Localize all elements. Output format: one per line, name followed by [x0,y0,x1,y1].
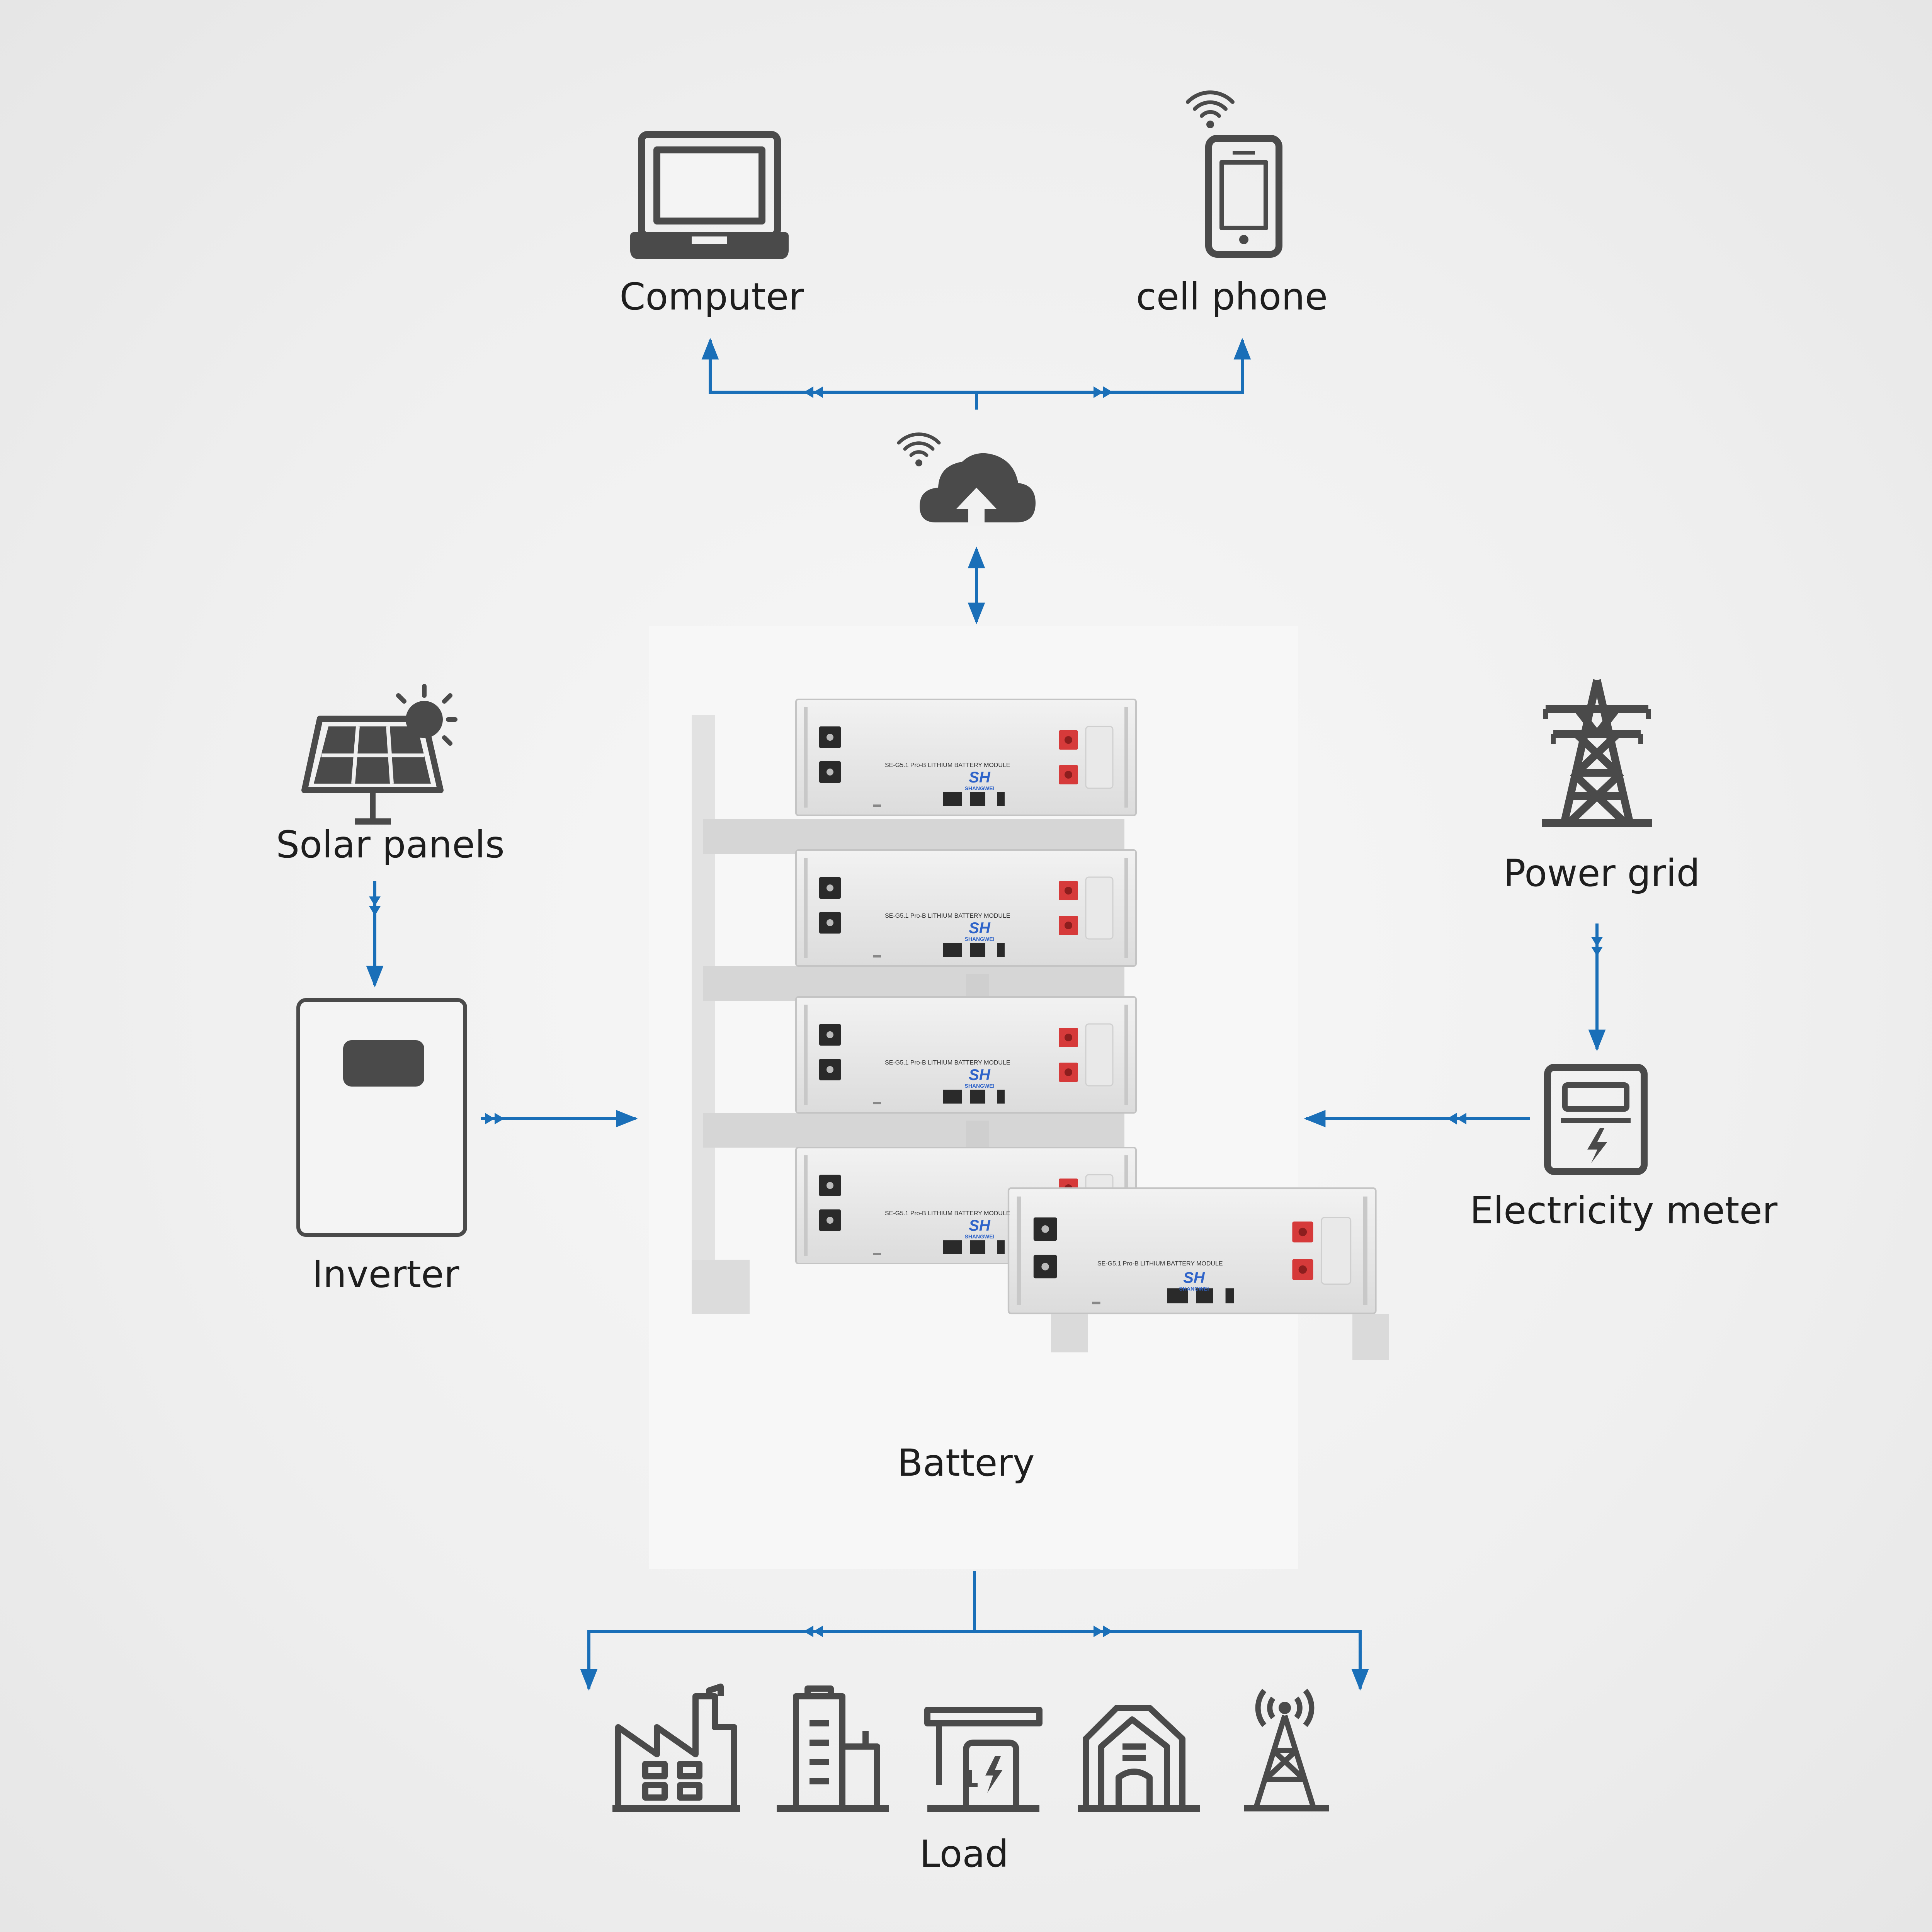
module-model-text: SE-G5.1 Pro-B LITHIUM BATTERY MODULE [885,913,1010,919]
solar-panel-icon [301,684,457,825]
electricity-meter-label: Electricity meter [1469,1189,1778,1232]
cell-phone-label: cell phone [1136,275,1328,318]
flow-top-right [976,338,1251,394]
computer-label: Computer [619,275,804,318]
battery-label: Battery [897,1441,1035,1485]
module-brand: SHANGWEI [965,1083,995,1089]
inverter-icon [296,998,467,1237]
charging-station-icon [924,1707,1043,1812]
module-logo: SH [969,1066,991,1083]
solar-panels-label: Solar panels [276,823,505,866]
signal-tower-icon [1244,1689,1329,1811]
laptop-icon [630,131,789,259]
module-brand: SHANGWEI [965,785,995,791]
factory-icon [612,1684,740,1812]
house-icon [1078,1705,1200,1812]
flow-load-left [580,1630,975,1691]
power-grid-label: Power grid [1503,852,1700,895]
electricity-meter-icon [1544,1064,1648,1175]
inverter-label: Inverter [312,1253,459,1296]
module-model-text: SE-G5.1 Pro-B LITHIUM BATTERY MODULE [1097,1260,1223,1267]
phone-icon [1205,135,1282,258]
battery-module-3 [795,996,1137,1114]
module-model-text: SE-G5.1 Pro-B LITHIUM BATTERY MODULE [885,1210,1010,1217]
load-label: Load [919,1832,1009,1876]
battery-rack: SE-G5.1 Pro-B LITHIUM BATTERY MODULE SE-… [649,626,1389,1569]
module-logo: SH [1183,1269,1205,1286]
flow-top-left [701,338,976,394]
module-model-text: SE-G5.1 Pro-B LITHIUM BATTERY MODULE [885,762,1010,769]
wifi-icon [1186,90,1235,128]
flow-load-right [975,1630,1369,1691]
module-model-text: SE-G5.1 Pro-B LITHIUM BATTERY MODULE [885,1060,1010,1066]
office-building-icon [777,1685,889,1812]
cloud-wifi-icon [897,432,941,466]
module-logo: SH [969,769,991,786]
power-tower-icon [1542,679,1652,827]
battery-module-front [1009,1188,1376,1313]
module-brand: SHANGWEI [965,936,995,942]
battery-module-1 [795,699,1137,816]
module-logo: SH [969,920,991,937]
flow-chevrons [369,386,1603,1637]
battery-module-2 [795,849,1137,967]
cloud-upload-icon [920,453,1036,526]
module-brand: SHANGWEI [965,1233,995,1240]
module-brand: SHANGWEI [1179,1286,1209,1292]
module-logo: SH [969,1217,991,1234]
